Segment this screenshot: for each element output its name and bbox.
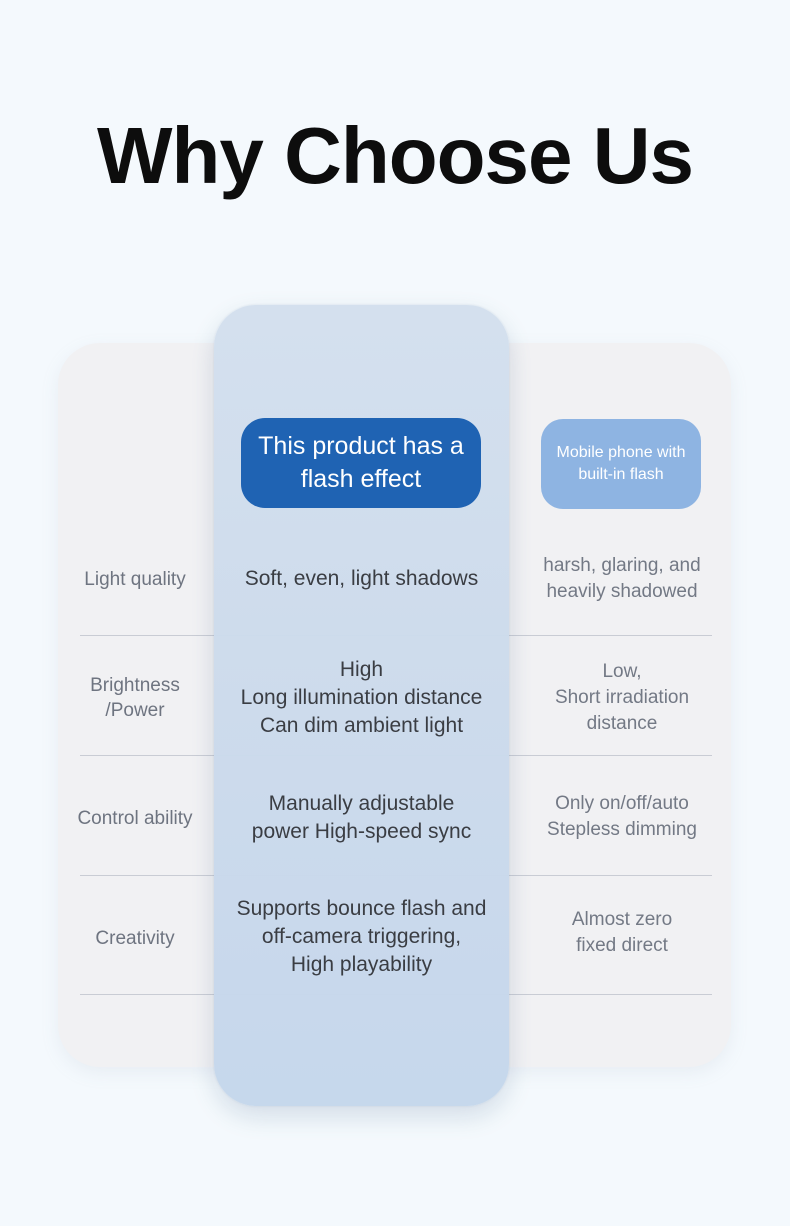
theirs-brightness: Low, Short irradiation distance [554,661,690,734]
our-product-header: This product has a flash effect [241,418,481,508]
page-title: Why Choose Us [97,111,694,200]
theirs-control-ability: Only on/off/auto Stepless dimming [547,793,697,840]
ours-light-quality: Soft, even, light shadows [244,567,479,590]
ours-brightness: High Long illumination distance Can dim … [240,658,483,737]
row-label-light-quality: Light quality [84,568,186,590]
row-label-creativity: Creativity [95,927,175,949]
theirs-creativity: Almost zero fixed direct [571,909,673,956]
row-label-brightness: Brightness /Power [90,675,180,721]
phone-flash-header: Mobile phone with built-in flash [541,419,701,509]
ours-control-ability: Manually adjustable power High-speed syn… [251,792,472,843]
ours-creativity: Supports bounce flash and off-camera tri… [236,897,487,976]
row-label-control-ability: Control ability [77,807,193,829]
theirs-light-quality: harsh, glaring, and heavily shadowed [543,555,701,602]
